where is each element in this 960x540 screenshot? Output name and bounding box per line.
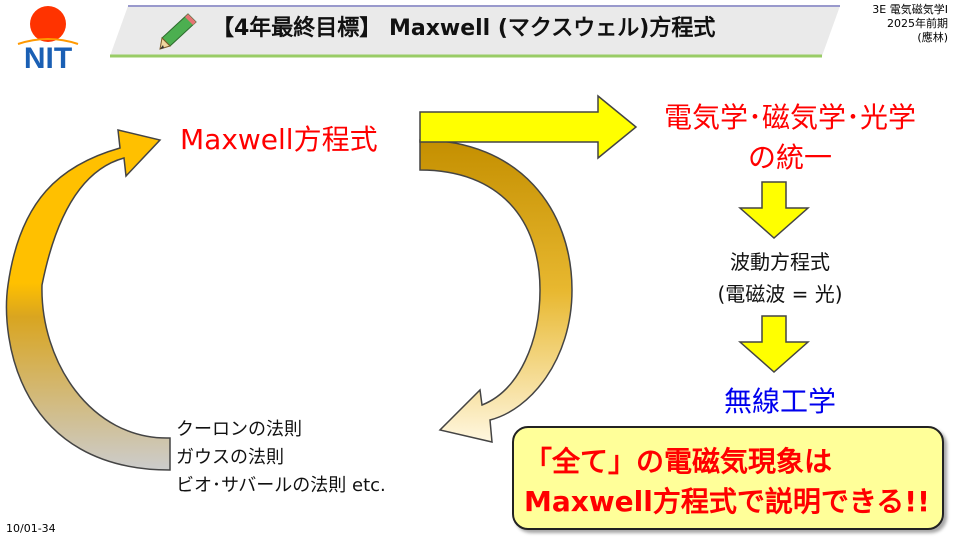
law-item: ガウスの法則 — [176, 447, 284, 468]
instructor-name: (應林) — [917, 31, 948, 44]
course-name: 3E 電気磁気学I — [872, 3, 948, 16]
page-title: 【4年最終目標】 Maxwell (マクスウェル)方程式 — [212, 16, 716, 41]
down-arrow-to-wireless — [738, 315, 810, 374]
right-cycle-arrow — [419, 139, 573, 443]
law-item: ビオ･サバールの法則 etc. — [176, 475, 386, 496]
unification-line-1: 電気学･磁気学･光学 — [663, 101, 916, 134]
callout-line-2: Maxwell方程式で説明できる!! — [524, 485, 930, 518]
maxwell-equation-label: Maxwell方程式 — [180, 123, 378, 156]
left-cycle-arrow — [5, 129, 171, 471]
callout-line-1: 「全て」の電磁気現象は — [524, 445, 833, 478]
title-bar — [110, 5, 840, 58]
slide-number: 10/01-34 — [6, 522, 56, 535]
nit-logo: NIT — [17, 6, 79, 74]
course-term: 2025年前期 — [887, 17, 948, 30]
wave-line-2: (電磁波 = 光) — [717, 282, 843, 306]
pencil-icon — [159, 13, 197, 50]
unification-line-2: の統一 — [747, 141, 832, 174]
course-info: 3E 電気磁気学I 2025年前期 (應林) — [838, 3, 948, 45]
wave-equation-label: 波動方程式 (電磁波 = 光) — [660, 246, 900, 310]
wireless-engineering-label: 無線工学 — [723, 385, 836, 418]
wave-line-1: 波動方程式 — [730, 250, 830, 274]
right-arrow-to-unify — [419, 94, 638, 160]
down-arrow-to-wave — [738, 181, 810, 240]
logo-text: NIT — [24, 42, 72, 74]
laws-list: クーロンの法則 ガウスの法則 ビオ･サバールの法則 etc. — [176, 416, 386, 500]
law-item: クーロンの法則 — [176, 419, 302, 440]
unification-label: 電気学･磁気学･光学 の統一 — [640, 98, 940, 178]
summary-callout — [512, 426, 944, 530]
